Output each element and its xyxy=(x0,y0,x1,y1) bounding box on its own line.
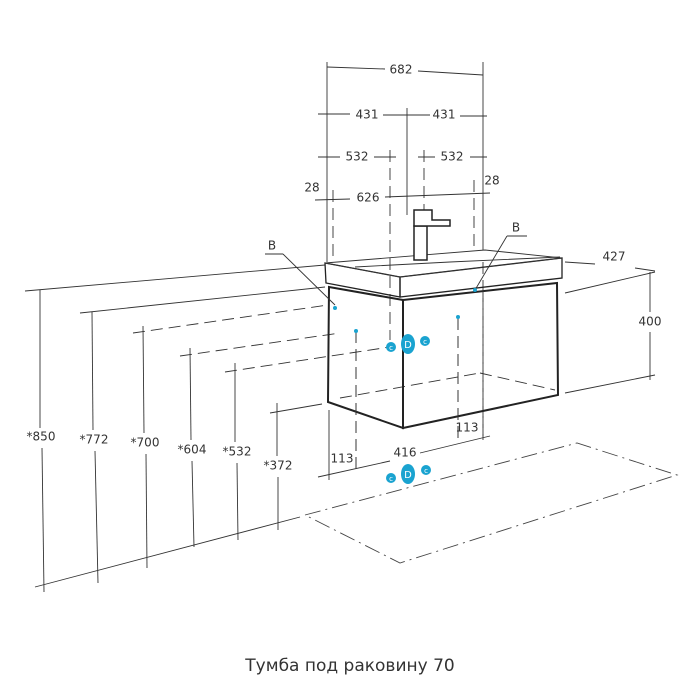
marker-c-label: c xyxy=(424,467,428,475)
marker-c-label: c xyxy=(423,338,427,346)
point-b-leaders xyxy=(265,235,527,306)
point-b-right-label: B xyxy=(512,221,520,235)
dim-bottom-center: 416 xyxy=(394,446,417,460)
height-772: *772 xyxy=(80,433,109,447)
point-b-marker xyxy=(473,288,477,292)
height-604: *604 xyxy=(178,443,207,457)
supply-marker-icon xyxy=(386,342,396,352)
extension-lines xyxy=(326,62,484,480)
drawing-title: Тумба под раковину 70 xyxy=(244,656,454,676)
dim-offset-left: 532 xyxy=(346,150,369,164)
drain-marker-icon xyxy=(401,334,415,354)
dim-half-right: 431 xyxy=(433,108,456,122)
height-850: *850 xyxy=(27,430,56,444)
height-dimensions xyxy=(39,261,656,593)
point-b-marker xyxy=(333,306,337,310)
dim-edge-right: 28 xyxy=(484,174,499,188)
wall-lines xyxy=(24,264,679,588)
supply-marker-icon xyxy=(386,473,396,483)
dim-inner-width: 626 xyxy=(357,191,380,205)
marker-c-label: c xyxy=(389,475,393,483)
point-marker xyxy=(456,315,460,319)
point-marker xyxy=(354,329,358,333)
dim-bottom-right: 113 xyxy=(456,421,479,435)
dim-edge-left: 28 xyxy=(304,181,319,195)
supply-marker-icon xyxy=(421,465,431,475)
dim-depth: 427 xyxy=(603,250,626,264)
dim-half-left: 431 xyxy=(356,108,379,122)
height-532: *532 xyxy=(223,445,252,459)
faucet xyxy=(413,209,451,261)
dim-bottom-left: 113 xyxy=(331,452,354,466)
dim-top-width: 682 xyxy=(390,63,413,77)
cabinet-body xyxy=(326,281,560,475)
marker-d-label: D xyxy=(404,470,412,481)
height-700: *700 xyxy=(131,436,160,450)
point-b-left-label: B xyxy=(268,239,276,253)
dim-offset-right: 532 xyxy=(441,150,464,164)
supply-marker-icon xyxy=(420,336,430,346)
washbasin xyxy=(324,249,563,298)
marker-d-label: D xyxy=(404,340,412,351)
top-dimension-lines xyxy=(314,66,491,201)
marker-c-label: c xyxy=(389,344,393,352)
drain-marker-icon xyxy=(401,464,415,484)
height-372: *372 xyxy=(264,459,293,473)
connection-markers: D D c c c c xyxy=(333,288,477,484)
dim-cabinet-height: 400 xyxy=(639,315,662,329)
bottom-dimensions xyxy=(317,435,491,478)
